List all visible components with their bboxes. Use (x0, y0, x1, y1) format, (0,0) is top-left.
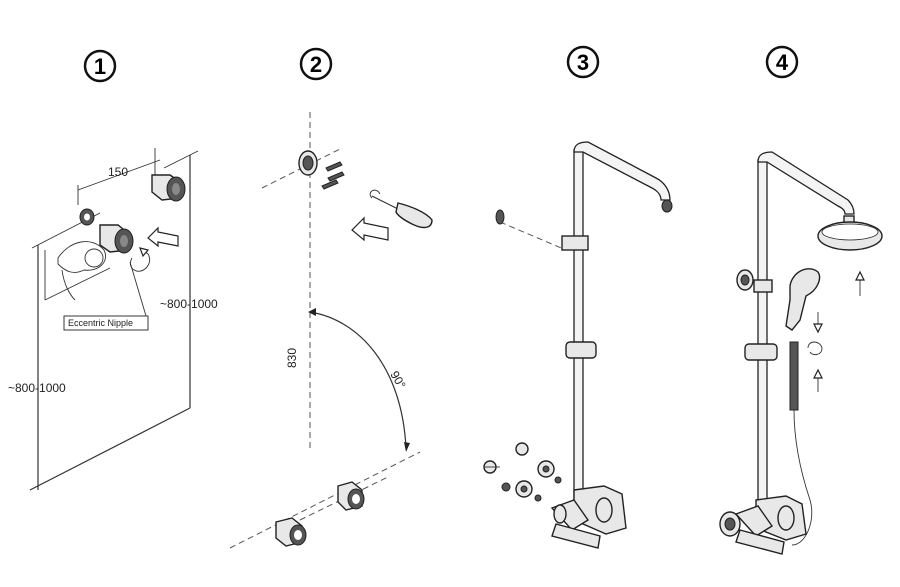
bottom-fitting-right-icon (337, 481, 365, 511)
callout-label: Eccentric Nipple (68, 318, 133, 328)
wrench-hand-icon (57, 241, 106, 301)
push-arrow-icon-2 (351, 216, 389, 242)
shower-arm-4 (757, 151, 855, 215)
step-2-diagram: 830 90° (229, 112, 433, 549)
step-3-badge: 3 (566, 45, 600, 79)
hose-line (791, 409, 813, 546)
top-right-extension-line (163, 150, 199, 169)
riser-pipe (573, 149, 584, 501)
washer-icon (79, 208, 95, 226)
step-3-number: 3 (577, 50, 589, 75)
shower-head-icon (817, 215, 883, 251)
riser-pipe-4 (757, 159, 768, 511)
bottom-guide-line (229, 451, 421, 549)
angle-arc (309, 311, 407, 449)
shower-arm (573, 141, 671, 201)
step-3-diagram (483, 141, 673, 549)
angle-label: 90° (387, 369, 408, 392)
bracket-holder-icon (736, 269, 773, 293)
mixer-valve-icon-4 (719, 495, 807, 555)
height-label-left: ~800-1000 (8, 381, 66, 395)
eccentric-nipple-left-icon (99, 224, 134, 254)
step-4-number: 4 (776, 50, 789, 75)
callout-leader-line (129, 261, 147, 317)
spacing-dimension-line (77, 159, 161, 191)
step-1-number: 1 (94, 54, 106, 79)
connector-parts-icon (483, 442, 562, 502)
floor-line (29, 407, 191, 491)
step-2-number: 2 (310, 52, 322, 77)
hose-nut-icon (807, 341, 823, 356)
wall-flange-icon (298, 150, 318, 176)
eccentric-nipple-right-icon (151, 174, 186, 202)
step-2-badge: 2 (299, 47, 333, 81)
hand-shower-icon (785, 268, 821, 331)
push-arrow-icon (147, 226, 179, 248)
step-4-diagram (719, 151, 883, 555)
spacing-label: 150 (108, 165, 128, 179)
height-label-right: ~800-1000 (160, 297, 218, 311)
step-1-badge: 1 (83, 49, 117, 83)
wall-bracket-icon (495, 209, 505, 225)
sliding-holder-4 (744, 343, 778, 361)
bottom-fitting-left-icon (275, 517, 307, 547)
upper-bracket (561, 235, 589, 251)
mixer-valve-icon (550, 485, 627, 549)
height-label: 830 (285, 348, 299, 368)
step-1-diagram: 150 (8, 148, 218, 491)
wall-plugs-icon (321, 161, 345, 190)
rotate-arrow-icon (130, 247, 151, 272)
callout-box (63, 315, 149, 331)
step-4-badge: 4 (765, 45, 799, 79)
sliding-holder (565, 341, 597, 359)
bracket-guide-line (499, 221, 567, 251)
hose-icon (789, 341, 799, 411)
screwdriver-icon (369, 189, 433, 229)
